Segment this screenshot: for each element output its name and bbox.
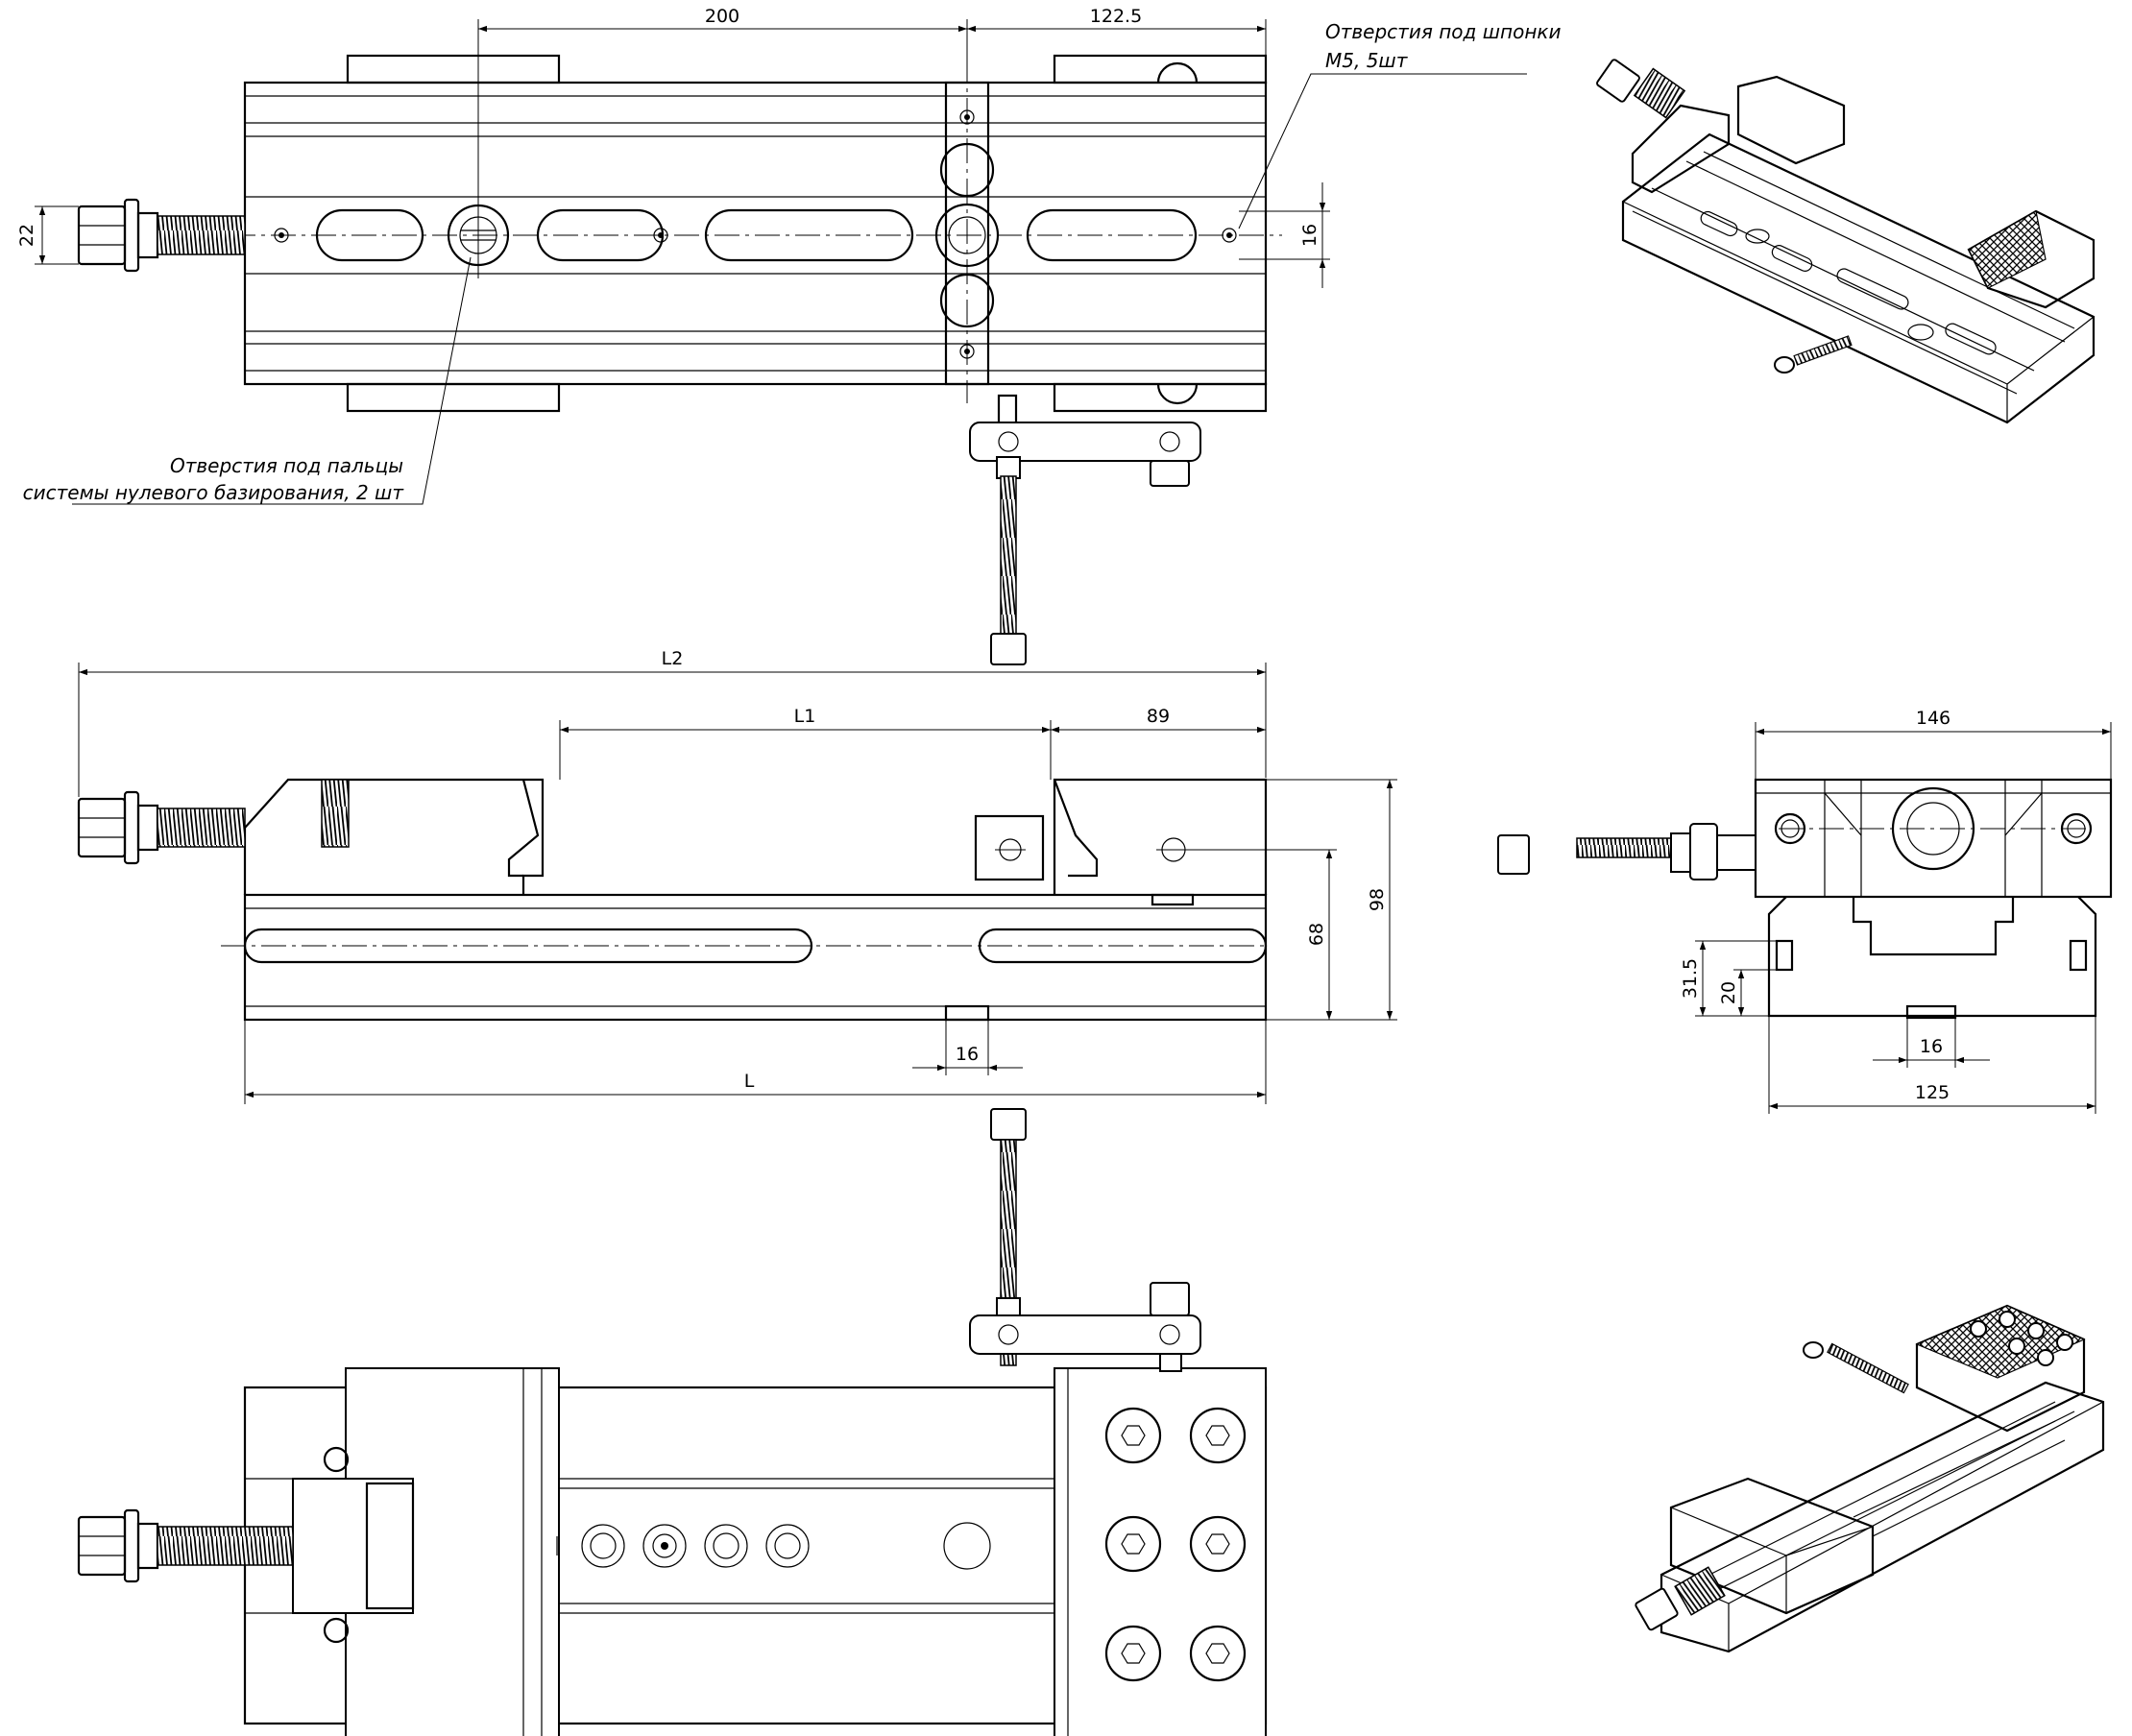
dim-22: 22 [16, 224, 37, 247]
dim-122-5: 122.5 [1090, 6, 1142, 27]
note-key-holes-line2: М5, 5шт [1325, 49, 1409, 72]
isometric-view-bottom [1635, 1304, 2105, 1653]
dim-125: 125 [1915, 1082, 1950, 1103]
dim-16-end: 16 [1920, 1036, 1943, 1057]
dim-200: 200 [705, 6, 739, 27]
dim-L1: L1 [794, 706, 816, 727]
dim-89: 89 [1147, 706, 1170, 727]
dim-L2: L2 [662, 648, 684, 669]
note-key-holes-line1: Отверстия под шпонки [1325, 20, 1561, 43]
note-pin-holes-line2: системы нулевого базирования, 2 шт [23, 481, 405, 504]
dim-68: 68 [1306, 923, 1327, 946]
dim-16-side: 16 [956, 1044, 979, 1065]
dim-146: 146 [1916, 708, 1950, 729]
dim-31-5: 31.5 [1680, 958, 1701, 999]
dim-98: 98 [1367, 888, 1388, 911]
bottom-view [77, 1108, 1268, 1736]
dim-20: 20 [1718, 981, 1739, 1004]
dim-L: L [744, 1071, 755, 1092]
dimension-lines [35, 19, 2112, 1114]
note-pin-holes-line1: Отверстия под пальцы [170, 454, 403, 477]
end-view [1497, 778, 2113, 1020]
top-view [77, 54, 1282, 665]
dim-16-top: 16 [1299, 224, 1320, 247]
side-view [77, 778, 1268, 1022]
isometric-view-top [1596, 59, 2096, 424]
